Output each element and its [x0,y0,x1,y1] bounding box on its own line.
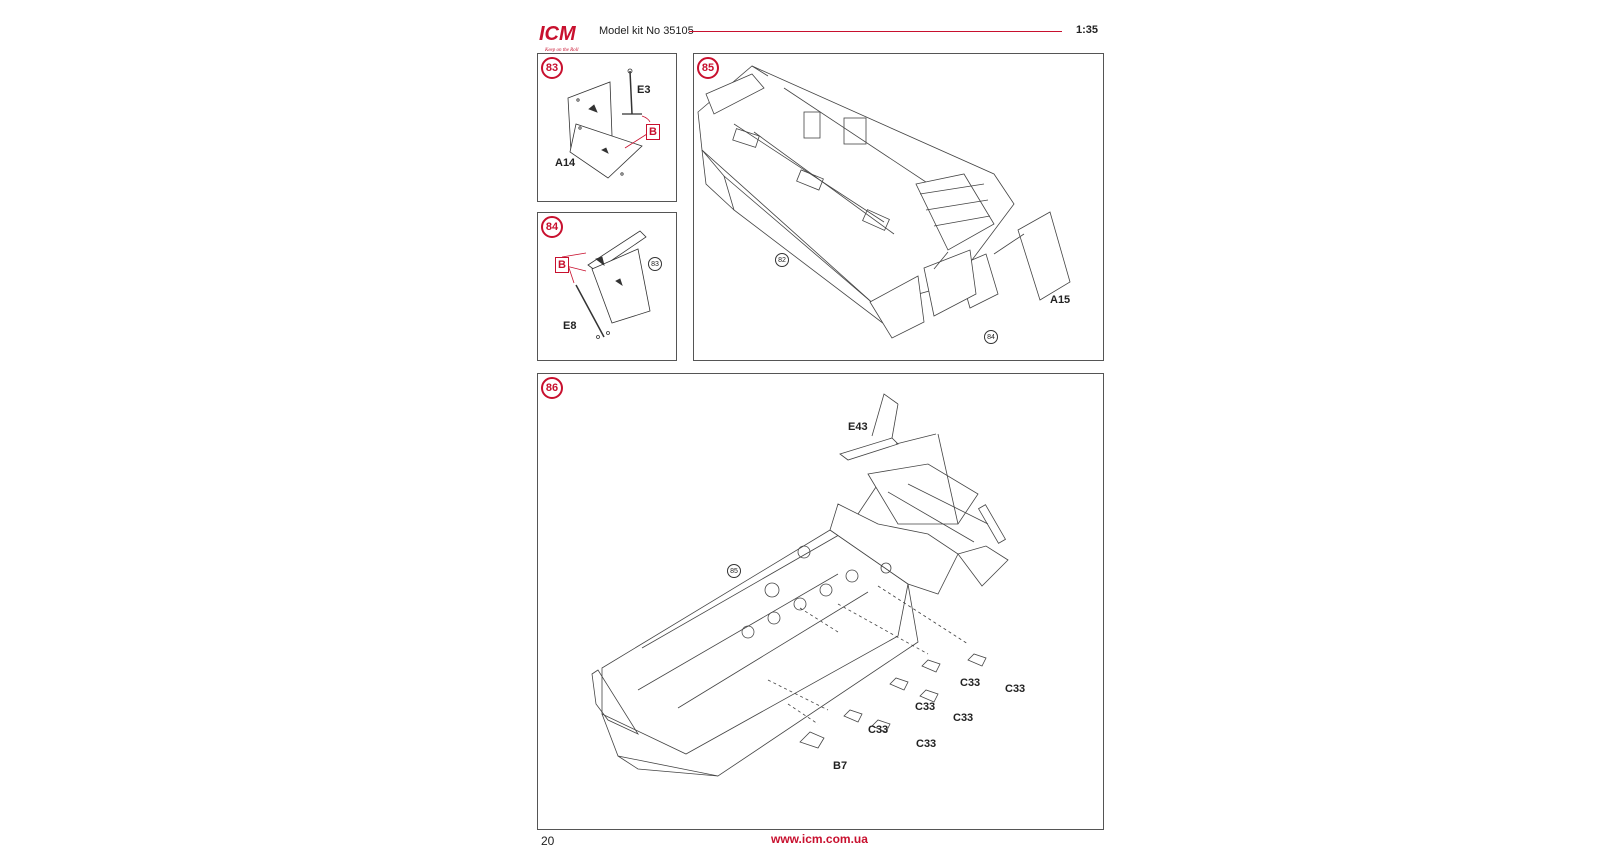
part-label-c33: C33 [868,724,889,736]
step-86-badge: 86 [541,377,563,399]
step-84-drawing [561,230,651,339]
icm-logo: ICM Keep on the Roll [539,23,579,53]
step-83-panel: 83 E3 B A14 [537,53,677,202]
step-84-badge: 84 [541,216,563,238]
step-85-panel: 85 82 A15 84 [693,53,1104,361]
ref-step-82: 82 [775,253,789,267]
scale-label: 1:35 [1075,24,1098,36]
part-label-c33: C33 [916,738,937,750]
step-86-panel: 86 E43 85 C33 C33 C33 C33 C33 C33 B7 [537,373,1104,830]
part-label-b7: B7 [833,760,848,772]
ref-step-84: 84 [984,330,998,344]
ref-step-85: 85 [727,564,741,578]
part-label-e3: E3 [637,84,651,96]
ref-step-83: 83 [648,257,662,271]
part-label-c33: C33 [915,701,936,713]
page-header: ICM Keep on the Roll Model kit No 35105 … [537,14,1098,54]
page-number: 20 [541,834,555,848]
website-link[interactable]: www.icm.com.ua [771,832,868,846]
part-label-a14: A14 [555,157,576,169]
step-83-drawing [567,68,651,179]
header-rule [689,31,1062,32]
part-label-c33: C33 [960,677,981,689]
part-label-e43: E43 [848,421,868,433]
step-85-badge: 85 [697,57,719,79]
step-84-panel: 84 B 83 E8 [537,212,677,361]
part-label-c33: C33 [953,712,974,724]
part-label-e8: E8 [563,320,577,332]
callout-b: B [646,124,660,140]
step-83-badge: 83 [541,57,563,79]
callout-b: B [555,257,569,273]
step-85-drawing [697,65,1071,339]
logo-text: ICM [539,23,577,45]
step-86-drawing [591,393,1009,777]
part-label-c33: C33 [1005,683,1026,695]
logo-tagline: Keep on the Roll [544,48,579,53]
kit-number: Model kit No 35105 [599,25,694,37]
part-label-a15: A15 [1050,294,1071,306]
